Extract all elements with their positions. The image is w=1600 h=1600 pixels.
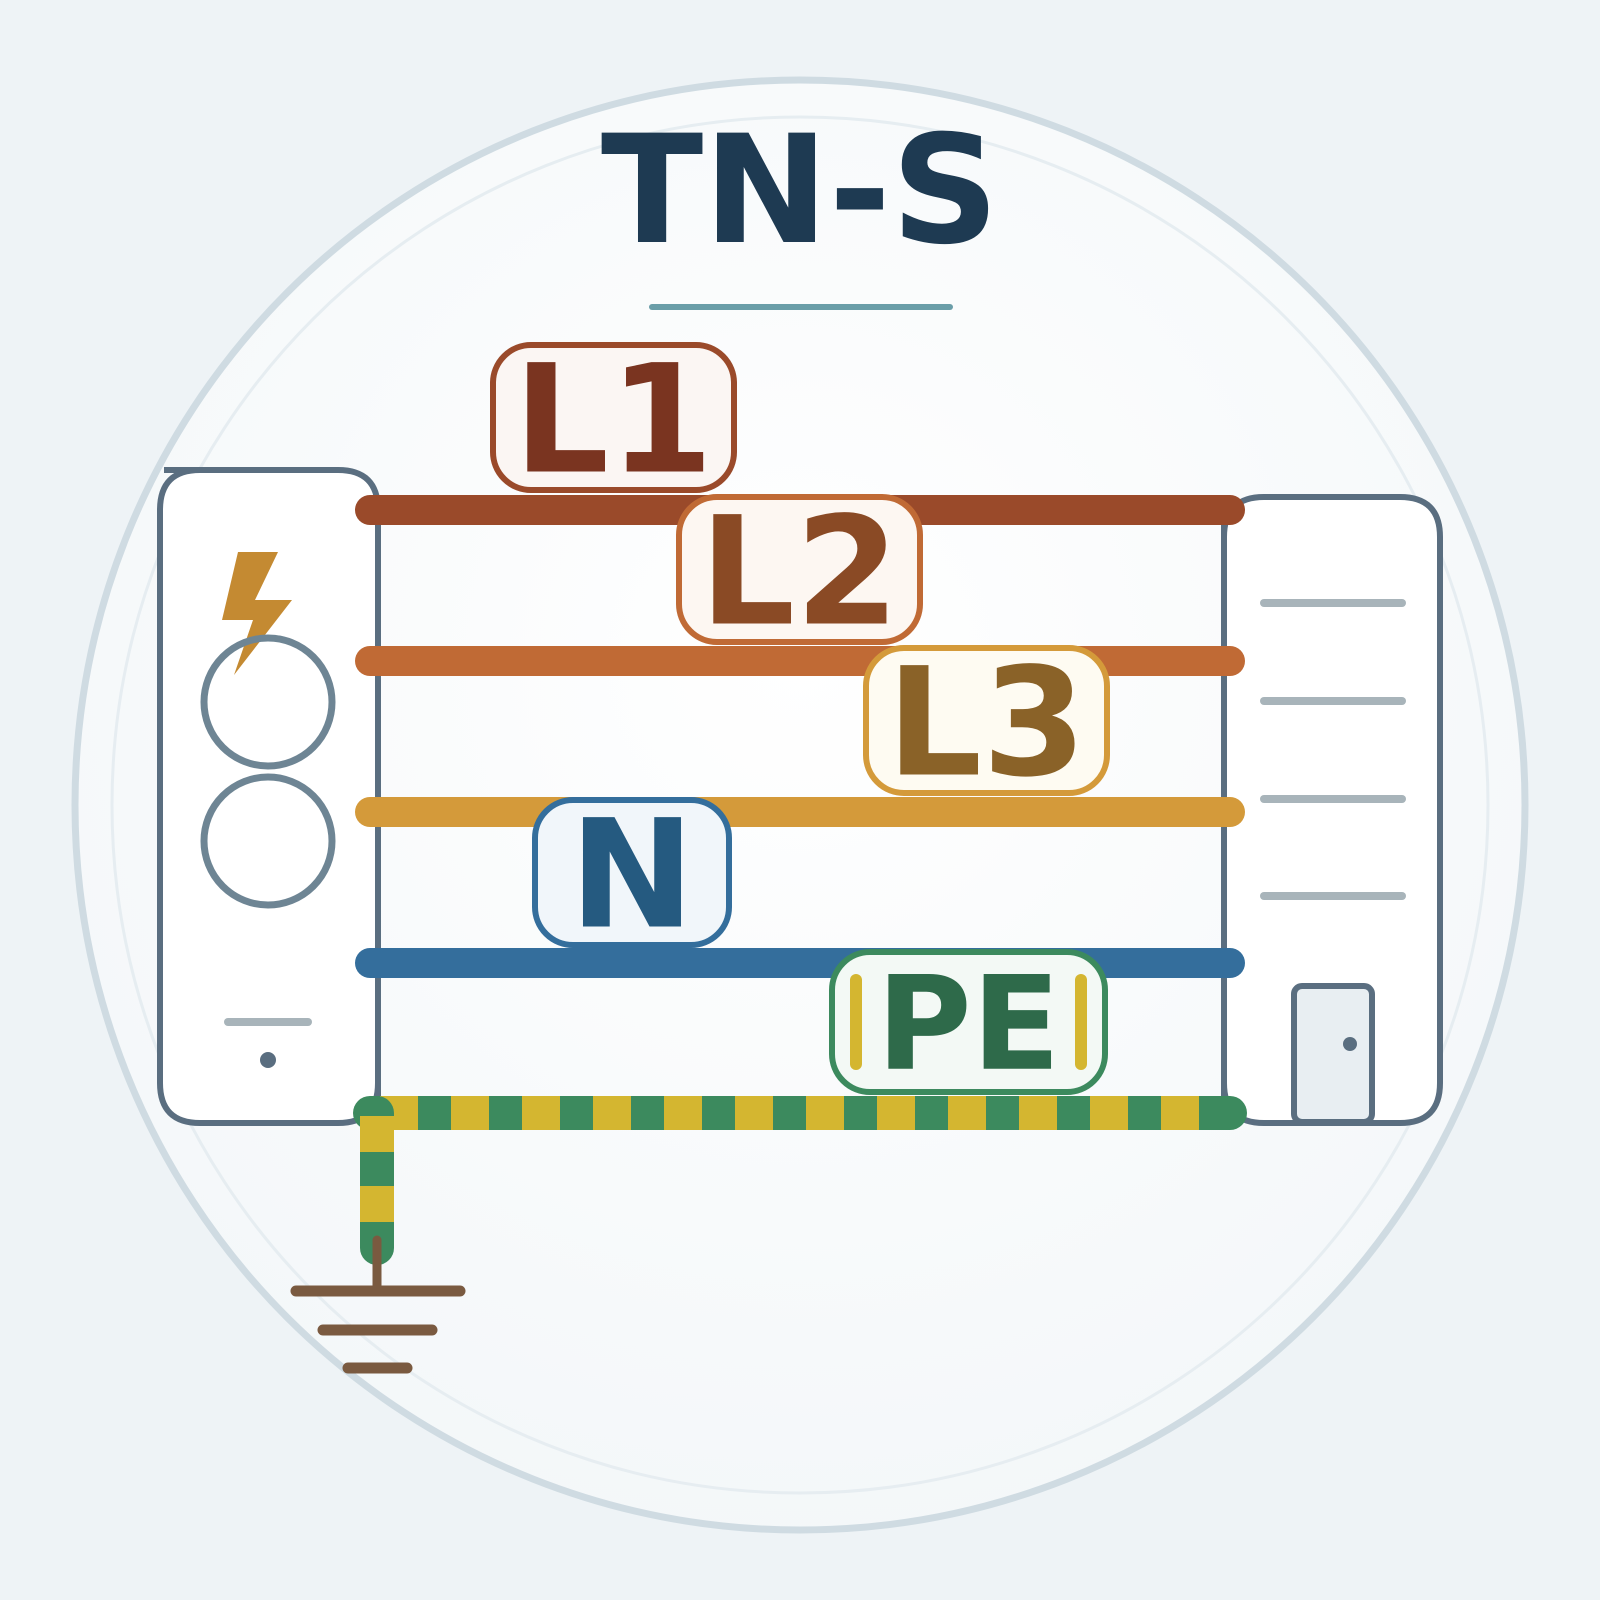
building-icon	[1221, 494, 1443, 1126]
earth-ground-icon	[290, 1235, 466, 1374]
source-indicator-dot	[260, 1052, 276, 1068]
pe-conductor	[353, 1096, 1247, 1265]
l2-label-text: L2	[700, 486, 900, 660]
l1-label-text: L1	[514, 334, 714, 508]
pe-label-text: PE	[876, 948, 1060, 1100]
transformer-coil-upper	[200, 634, 336, 770]
lightning-bolt-icon	[222, 552, 292, 675]
l3-label-text: L3	[887, 637, 1087, 811]
transformer-source-icon	[157, 467, 381, 1126]
door-icon	[1291, 983, 1375, 1125]
l2-label-badge: L2	[676, 486, 923, 660]
pe-label-badge: PE	[829, 948, 1108, 1100]
n-label-badge: N	[532, 789, 732, 963]
l1-label-badge: L1	[490, 334, 737, 508]
transformer-coil-lower	[200, 773, 336, 909]
diagram-title: TN-S	[601, 104, 999, 278]
n-label-text: N	[569, 789, 695, 963]
l3-label-badge: L3	[863, 637, 1110, 811]
